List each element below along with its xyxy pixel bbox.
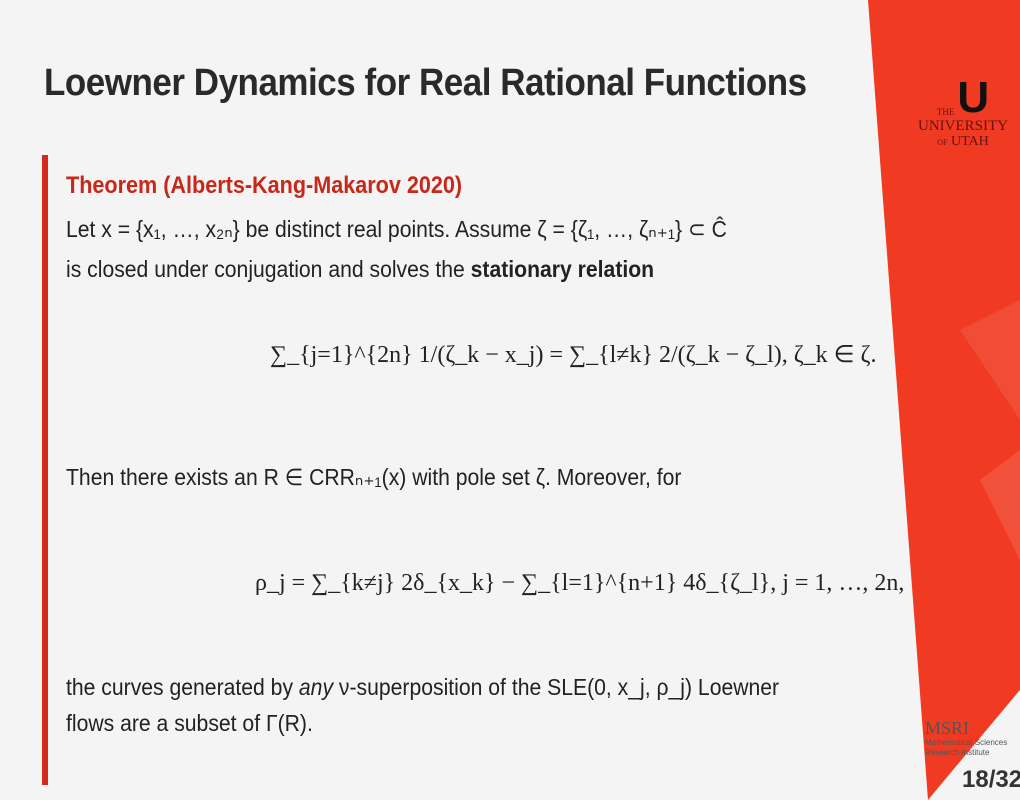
msri-sub2: Research Institute bbox=[925, 748, 990, 757]
text: ν-superposition of the SLE(0, x_j, ρ_j) … bbox=[333, 674, 780, 700]
logo-university: UNIVERSITY bbox=[918, 118, 1008, 134]
msri-sub1: Mathematical Sciences bbox=[925, 738, 1008, 747]
page-number: 18/32 bbox=[962, 766, 1020, 793]
theorem-heading: Theorem (Alberts-Kang-Makarov 2020) bbox=[66, 172, 463, 199]
text: the curves generated by bbox=[66, 674, 299, 700]
italic-term: any bbox=[298, 674, 334, 700]
logo-u: U bbox=[957, 73, 990, 122]
logo-of: OF bbox=[937, 138, 948, 147]
university-of-utah-logo: THE U UNIVERSITY OF UTAH bbox=[918, 73, 1008, 151]
logo-utah: UTAH bbox=[950, 134, 989, 149]
theorem-line-3: Then there exists an R ∈ CRRₙ₊₁(x) with … bbox=[66, 464, 682, 490]
theorem-line-5: flows are a subset of Γ(R). bbox=[66, 710, 313, 736]
theorem-line-2: is closed under conjugation and solves t… bbox=[66, 252, 857, 286]
logo-the: THE bbox=[936, 107, 955, 117]
bold-term: stationary relation bbox=[470, 256, 655, 282]
slide-title: Loewner Dynamics for Real Rational Funct… bbox=[44, 62, 807, 104]
text: is closed under conjugation and solves t… bbox=[66, 256, 471, 282]
msri-name: MSRI bbox=[925, 718, 970, 738]
theorem-line-1: Let x = {x₁, …, x₂ₙ} be distinct real po… bbox=[66, 216, 727, 242]
theorem-bar bbox=[42, 155, 48, 785]
theorem-line-4: the curves generated by any ν-superposit… bbox=[66, 670, 857, 704]
rho-equation: ρ_j = ∑_{k≠j} 2δ_{x_k} − ∑_{l=1}^{n+1} 4… bbox=[255, 570, 905, 596]
stationary-equation: ∑_{j=1}^{2n} 1/(ζ_k − x_j) = ∑_{l≠k} 2/(… bbox=[270, 342, 877, 368]
